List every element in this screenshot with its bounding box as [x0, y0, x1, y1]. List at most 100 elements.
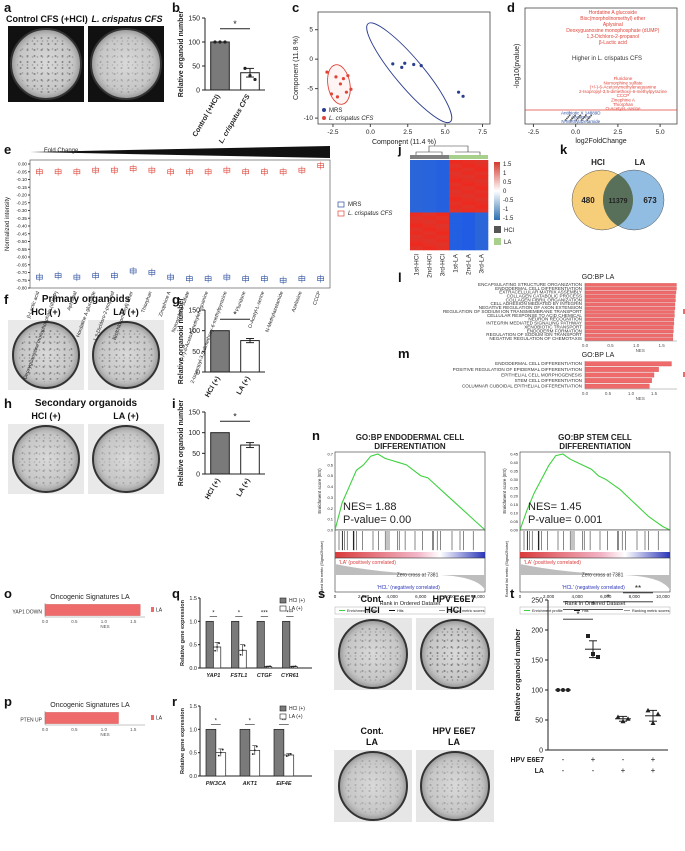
data-point: [403, 61, 407, 65]
data-point: [217, 754, 220, 757]
enrichment-line: [519, 453, 671, 531]
category-label: COLLAGEN CATABOLIC PROCESS: [507, 294, 582, 299]
y-tick-label: 0.5: [189, 751, 197, 757]
x-tick-label: 1.0: [628, 391, 635, 396]
y-tick-label: 250: [531, 598, 543, 605]
heatmap-cell: [410, 238, 424, 243]
category-label: CELL ADHESION MEDIATED BY INTEGRIN: [490, 301, 582, 306]
nes-bar: [584, 294, 676, 299]
plot-frame: [524, 7, 678, 125]
heatmap-cell: [436, 216, 450, 221]
y-tick-label: -0.20: [17, 193, 28, 198]
legend-colorbar: [494, 162, 500, 220]
annotation-top: Deoxyguanosine monophosphate (dUMP): [566, 28, 659, 34]
heatmap-cell: [436, 212, 450, 217]
data-point: [349, 87, 353, 91]
category-label: PTEN UP: [20, 718, 42, 724]
data-point: [248, 74, 252, 78]
heatmap-cell: [423, 201, 437, 206]
metric-area: [520, 564, 670, 590]
legend-marker: [337, 210, 345, 217]
data-point: [289, 752, 292, 755]
data-point: [325, 70, 329, 74]
bar: [239, 728, 251, 777]
y-tick-label: -0.75: [17, 278, 28, 283]
heatmap-cell: [449, 235, 463, 240]
data-point: [461, 94, 465, 98]
data-point: [338, 82, 343, 86]
heatmap-cell: [436, 167, 450, 172]
y-tick-label: 0: [539, 748, 543, 755]
data-point: [625, 716, 631, 721]
category-label: COLLAGEN FIBRIL ORGANIZATION: [506, 297, 582, 302]
secondary-caption-la: LA (+): [113, 411, 139, 421]
data-point: [267, 665, 269, 668]
heatmap-cell: [475, 186, 489, 191]
group-legend-label: HCl: [504, 228, 514, 234]
panel-label-m: m: [398, 346, 410, 361]
y-tick-label: 1.5: [189, 596, 197, 602]
heatmap-cell: [423, 235, 437, 240]
annotation-bottom: Zinephine A: [611, 98, 635, 103]
category-label: REGULATION OF SODIUM ION TRANSPORT: [486, 332, 582, 337]
nes-bar: [584, 337, 674, 341]
panel-label-p: p: [4, 694, 12, 709]
venn-only-right: 673: [643, 196, 657, 205]
y-tick-label: 0.0: [189, 774, 197, 780]
panel-label-f: f: [4, 292, 9, 307]
heatmap-cell: [436, 182, 450, 187]
data-point: [574, 114, 576, 117]
group-bar: [475, 155, 488, 159]
es-frame: [334, 451, 486, 531]
x-tick-label: 2,000: [358, 594, 370, 599]
legend-marker: [279, 713, 287, 720]
es-y-tick-label: 0.15: [510, 502, 519, 507]
x-axis-label: NES: [636, 348, 645, 353]
x-tick-label: N-Methylazetamide: [265, 290, 285, 333]
es-y-tick-label: 0.30: [510, 477, 519, 482]
image-caption-crispatus: L. crispatus CFS: [91, 14, 163, 24]
significance-mark: *: [212, 611, 215, 617]
heatmap-cell: [436, 227, 450, 232]
annotation-bottom: N-Methylazetamide: [561, 119, 600, 124]
legend-label: MRS: [348, 202, 361, 208]
data-point: [285, 755, 288, 758]
data-point: [586, 119, 589, 121]
heatmap-cell: [423, 231, 437, 236]
zero-cross-label: Zero cross at 7381: [397, 573, 439, 579]
x-tick-label: 4,000: [387, 594, 399, 599]
category-label: ENDODERMAL CELL DIFFERENTIATION: [495, 361, 582, 366]
nes-bar: [584, 383, 650, 389]
gsea-legend-label: Hits: [397, 609, 404, 613]
heatmap-cell: [423, 227, 437, 232]
es-y-tick-label: 0.6: [327, 462, 333, 467]
annotation-bottom: Azelasine: [571, 115, 591, 120]
s-caption-tl-2: HCl: [364, 605, 380, 615]
legend-tick-label: 1: [503, 171, 507, 177]
bar: [205, 620, 214, 669]
legend-tick-label: -1.5: [503, 216, 514, 222]
x-tick-label: 8,000: [444, 594, 456, 599]
x-tick-label: Aplysinal: [66, 291, 78, 312]
y-tick-label: -0.35: [17, 216, 28, 221]
heatmap-cell: [449, 163, 463, 168]
panel-label-g: g: [172, 292, 180, 307]
y-tick-label: -0.05: [17, 169, 28, 174]
data-point: [239, 653, 242, 656]
heatmap-cell: [410, 242, 424, 247]
annotation-bottom: 2-Isopropyl-3,5-dimethoxy-6-methylpyrazi…: [579, 89, 667, 94]
nes-bar: [584, 372, 655, 378]
y-tick-label: 150: [531, 658, 543, 665]
x-axis-label: NES: [100, 732, 109, 737]
heatmap-cell: [423, 171, 437, 176]
heatmap-cell: [462, 227, 476, 232]
data-point: [253, 749, 256, 752]
fold-change-title: Fold Change: [44, 148, 79, 154]
heatmap-cell: [410, 163, 424, 168]
data-point: [588, 116, 591, 118]
data-point: [576, 117, 579, 120]
data-point: [287, 754, 290, 756]
heatmap-cell: [475, 193, 489, 198]
annotation-bottom: Fluridone: [614, 76, 633, 81]
annotation-bottom: (+/-)-6-Acetoxymethyleneguanine: [590, 85, 657, 90]
